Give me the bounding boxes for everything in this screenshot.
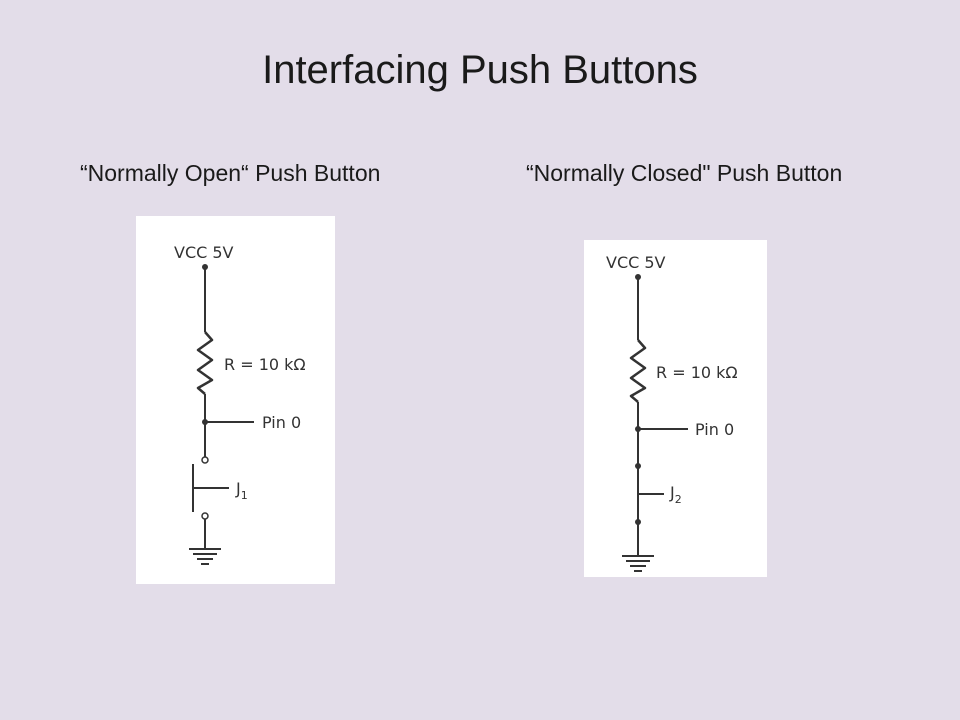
- ground-symbol: [622, 555, 654, 572]
- normally-closed-circuit-svg: VCC 5V R = 10 kΩ Pin 0 J2: [606, 253, 738, 572]
- resistor-symbol: [629, 339, 647, 403]
- normally-closed-circuit-diagram: VCC 5V R = 10 kΩ Pin 0 J2: [584, 240, 767, 577]
- resistor-symbol: [196, 331, 214, 395]
- switch-label: J2: [669, 483, 682, 506]
- pin-label: Pin 0: [695, 420, 734, 439]
- normally-open-circuit-svg: VCC 5V R = 10 kΩ Pin 0 J1: [174, 243, 306, 565]
- resistor-label: R = 10 kΩ: [656, 363, 738, 382]
- switch-open-contact-bottom: [201, 512, 209, 520]
- pin-label: Pin 0: [262, 413, 301, 432]
- normally-closed-heading: “Normally Closed" Push Button: [526, 160, 843, 186]
- switch-open-contact-top: [201, 456, 209, 464]
- supply-label: VCC 5V: [606, 253, 666, 272]
- switch-label: J1: [235, 479, 248, 502]
- slide-title: Interfacing Push Buttons: [262, 48, 698, 92]
- ground-symbol: [189, 548, 221, 565]
- normally-open-heading: “Normally Open“ Push Button: [80, 160, 381, 186]
- resistor-label: R = 10 kΩ: [224, 355, 306, 374]
- supply-label: VCC 5V: [174, 243, 234, 262]
- normally-open-circuit-diagram: VCC 5V R = 10 kΩ Pin 0 J1: [136, 216, 335, 584]
